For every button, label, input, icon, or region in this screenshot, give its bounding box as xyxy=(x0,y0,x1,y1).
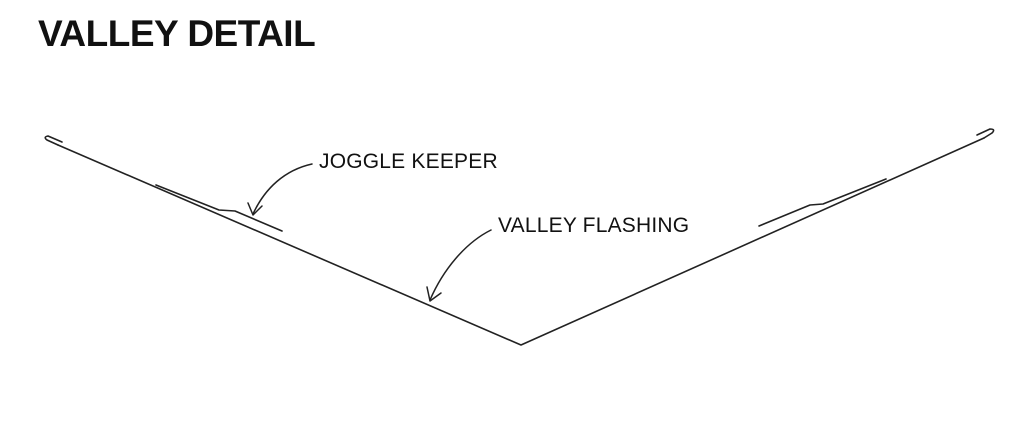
right-hem xyxy=(976,128,995,139)
valley-flashing-leader xyxy=(429,229,492,301)
joggle-keeper-leader xyxy=(252,163,313,215)
valley-flashing-arrowhead xyxy=(426,286,442,302)
left-hem xyxy=(44,135,63,146)
right-joggle-keeper xyxy=(758,178,887,227)
joggle-keeper-arrowhead xyxy=(247,202,263,216)
left-joggle-keeper xyxy=(155,184,283,232)
joggle-keeper-label: JOGGLE KEEPER xyxy=(319,150,498,173)
valley-flashing-line xyxy=(57,137,985,346)
valley-flashing-label: VALLEY FLASHING xyxy=(498,214,690,237)
diagram-title: VALLEY DETAIL xyxy=(38,13,316,54)
